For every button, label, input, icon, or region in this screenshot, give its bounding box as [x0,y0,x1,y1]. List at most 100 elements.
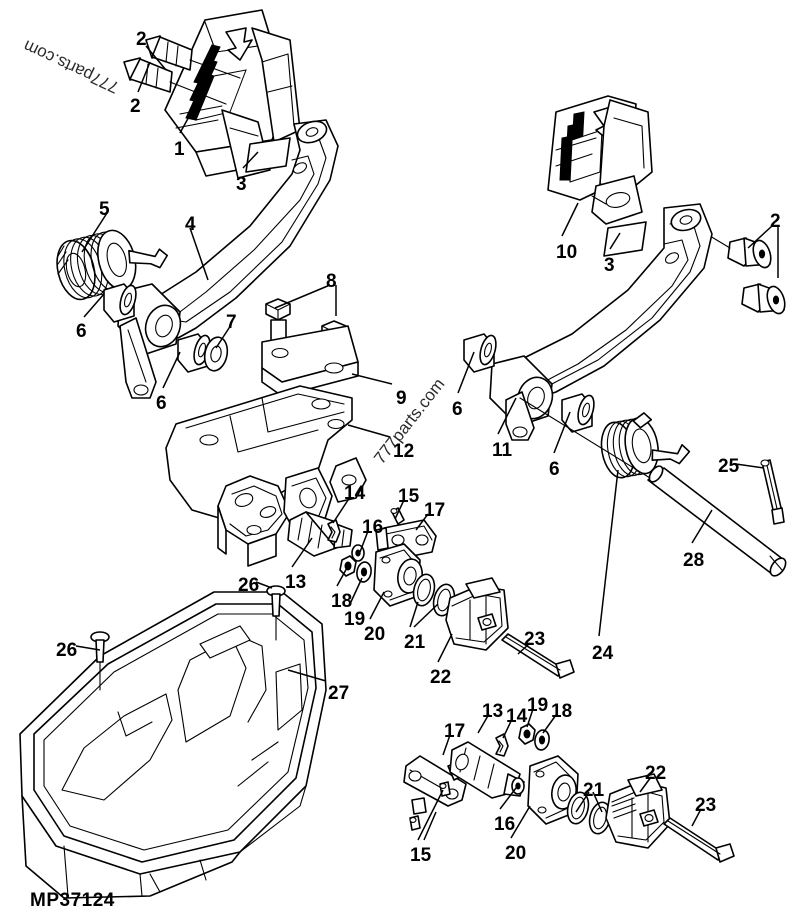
callout-6: 6 [452,399,463,420]
leader-5-0 [81,212,108,253]
leader-26-0 [75,645,101,651]
leader-16-0 [499,787,517,810]
callout-6: 6 [156,393,167,414]
leader-15-0 [394,499,405,520]
leader-1-0 [179,103,197,134]
leader-20-0 [510,805,531,839]
callout-5: 5 [99,199,110,220]
part-18-washer-lower [534,729,550,751]
leader-22-0 [639,776,652,793]
callout-28: 28 [683,550,705,571]
callout-2: 2 [130,96,141,117]
part-2-bolt-lower-left [123,57,173,93]
leader-19-0 [526,708,534,728]
callout-6: 6 [549,459,560,480]
leader-27-0 [287,669,327,682]
callout-20: 20 [364,624,386,645]
leader-26-0 [255,581,273,589]
leader-8-0 [274,284,331,309]
callout-2: 2 [770,211,781,232]
leader-17-0 [415,513,429,531]
part-19-nut-lower [518,723,536,745]
part-20-flange-housing-upper [373,543,423,607]
callout-18: 18 [551,701,573,722]
callout-23: 23 [695,795,717,816]
callout-6: 6 [76,321,87,342]
leader-21-1 [413,603,439,628]
callout-16: 16 [362,517,384,538]
part-23-long-bolt-upper [501,633,575,679]
callout-20: 20 [505,843,527,864]
part-28-cross-shaft [519,397,787,577]
callout-24: 24 [592,643,614,664]
part-5-torsion-spring-left [56,229,169,301]
leader-19-0 [349,577,363,605]
callout-19: 19 [344,609,366,630]
part-10-pedal-pad-right [547,95,653,225]
callout-11: 11 [492,440,513,461]
callout-4: 4 [185,214,196,235]
callout-21: 21 [583,780,605,801]
part-25-cotter-pin [760,459,785,525]
part-23-long-bolt-lower [663,817,735,863]
leader-13-0 [291,537,313,568]
leader-lines [75,45,779,841]
part-7-washer [203,336,229,372]
part-19-washer-upper [356,561,372,583]
part-22-valve-body-upper [445,577,509,651]
leader-9-0 [351,373,393,385]
leader-15-0 [417,789,444,841]
leader-25-0 [735,463,765,469]
callout-26: 26 [56,640,78,661]
callout-27: 27 [328,683,350,704]
callout-3: 3 [604,255,615,276]
leader-23-0 [691,808,702,827]
callout-18: 18 [331,591,353,612]
callout-23: 23 [524,629,546,650]
callout-7: 7 [226,312,237,333]
part-13-control-shaft-upper [287,511,353,557]
part-12-support-bracket [165,385,367,567]
part-14-clip-lower [495,733,509,757]
callout-9: 9 [396,388,407,409]
callout-10: 10 [556,242,578,263]
callout-26: 26 [238,575,260,596]
leader-22-0 [437,633,453,663]
leader-2-0 [137,61,151,93]
leader-6-0 [553,411,571,454]
callout-15: 15 [398,486,420,507]
callout-14: 14 [506,706,528,727]
leader-7-0 [215,324,232,349]
leader-6-0 [83,293,105,318]
leader-2-0 [145,45,167,71]
callout-1: 1 [174,139,185,160]
leader-20-0 [369,591,385,620]
diagram-caption: MP37124 [30,890,115,911]
leader-18-0 [542,714,557,734]
part-24-torsion-spring-right [600,412,691,479]
callout-19: 19 [527,695,549,716]
part-14-clip-upper [327,519,341,543]
leader-11-0 [497,397,517,435]
part-6-bushing-c [463,333,497,373]
leader-18-0 [336,565,349,587]
part-3-name-plate-right [603,221,647,257]
leader-21-0 [575,791,590,813]
part-9-mounting-plate [261,325,359,397]
leader-21-0 [409,601,419,628]
leader-15-1 [423,811,437,841]
leader-2-0 [747,225,773,249]
part-27-floor-pan [19,591,327,899]
leader-12-0 [347,424,391,438]
part-22-valve-body-lower [605,773,671,849]
callout-14: 14 [344,483,366,504]
leader-6-0 [162,351,181,389]
callout-17: 17 [444,721,466,742]
leader-10-0 [561,202,579,237]
callout-8: 8 [326,271,337,292]
callout-21: 21 [404,632,426,653]
leader-14-0 [502,718,513,739]
leader-3-0 [242,151,259,169]
part-15-cotter-pin-lower-b [409,815,421,831]
